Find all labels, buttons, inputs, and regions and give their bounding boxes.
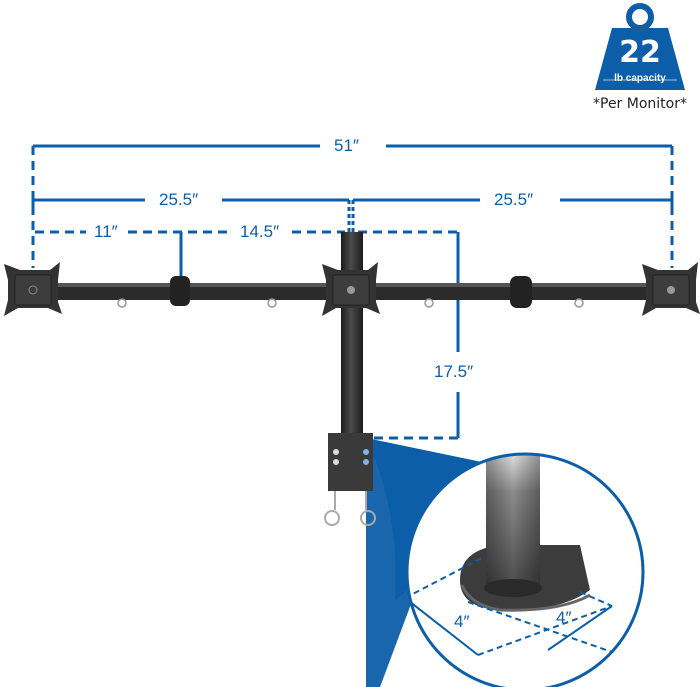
capacity-note: *Per Monitor* [593,96,687,112]
grommet-base-detail [405,452,645,687]
capacity-unit: lb capacity [614,73,666,84]
dim-inner-arm: 14.5″ [236,222,284,242]
weight-icon [595,3,685,90]
desk-clamp [324,433,376,526]
dim-left-half: 25.5″ [155,190,203,210]
dim-outer-arm: 11″ [90,222,122,242]
vesa-plate-center [322,262,380,316]
dimension-lines [31,144,674,440]
dim-right-half: 25.5″ [490,190,538,210]
dim-base-width: 4″ [556,608,572,627]
dim-pole-height: 17.5″ [430,362,478,382]
vesa-plate-left [4,262,62,316]
capacity-value: 22 [619,35,661,70]
center-pole [341,232,363,442]
dim-base-depth: 4″ [454,612,470,631]
dim-total-width: 51″ [330,136,363,156]
vesa-plate-right [642,262,700,316]
